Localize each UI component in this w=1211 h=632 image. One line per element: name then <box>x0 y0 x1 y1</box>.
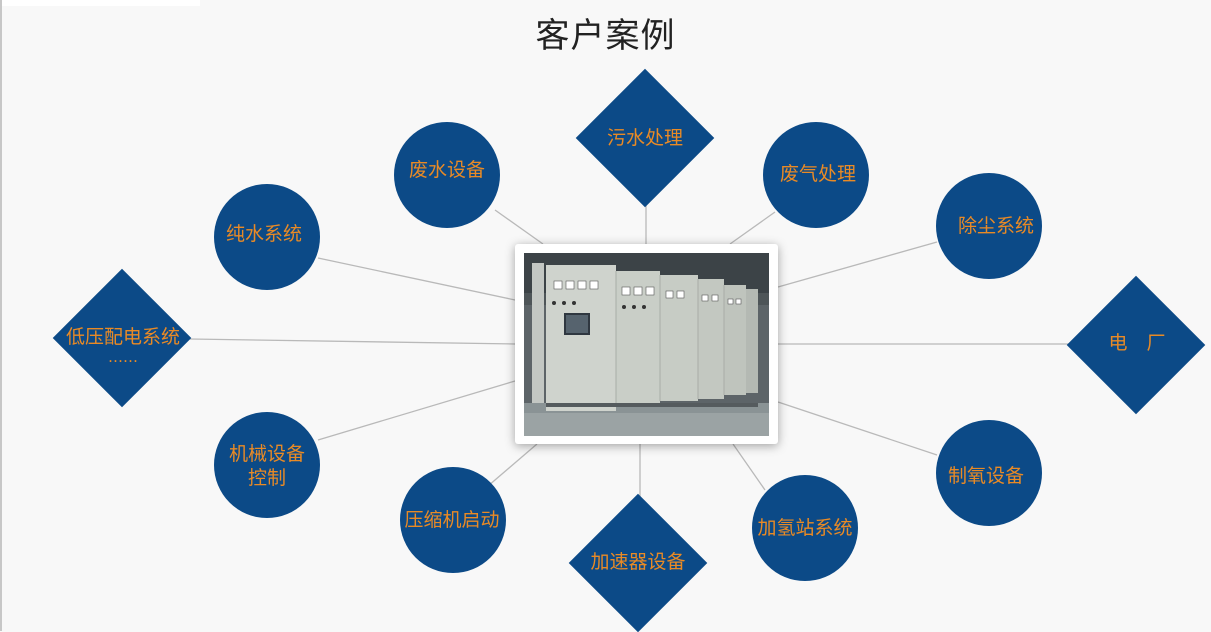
label-dianchang: 电 厂 <box>1108 332 1166 354</box>
label-yasuo: 压缩机启动 <box>404 509 500 531</box>
circle-zhiyang <box>936 420 1042 526</box>
circle-feishui <box>394 122 500 228</box>
label-chuchen: 除尘系统 <box>957 215 1035 237</box>
line-feiqi <box>729 211 776 245</box>
label-zhiyang: 制氧设备 <box>947 465 1025 487</box>
label-wushui: 污水处理 <box>606 127 684 149</box>
line-jiaqing <box>732 443 766 491</box>
line-chunshui <box>317 257 516 301</box>
label-jixie-line2: 控制 <box>247 467 287 489</box>
circle-yasuo <box>400 467 506 573</box>
line-zhiyang <box>777 401 938 456</box>
label-diya-text: 低压配电系统 <box>65 326 181 348</box>
label-chunshui: 纯水系统 <box>225 223 303 245</box>
line-feishui <box>494 209 544 245</box>
line-diya <box>189 338 516 345</box>
page-title: 客户案例 <box>535 16 676 56</box>
circle-jiaqing <box>752 475 858 581</box>
left-border <box>0 0 2 631</box>
top-left-strip <box>0 0 200 6</box>
line-yasuo <box>487 443 538 487</box>
circle-feiqi <box>763 122 869 228</box>
circle-jixie <box>214 412 320 518</box>
label-jiasu: 加速器设备 <box>590 551 686 573</box>
label-diya-more: …… <box>107 348 138 366</box>
line-chuchen <box>777 241 938 288</box>
center-photo-frame <box>515 244 778 444</box>
label-feishui: 废水设备 <box>408 159 486 181</box>
circle-chuchen <box>936 173 1042 279</box>
line-jixie <box>317 380 516 441</box>
cabinet-photo <box>524 253 769 436</box>
label-diya: 低压配电系统 …… <box>66 325 180 365</box>
label-jixie-line1: 机械设备 <box>228 443 306 465</box>
label-feiqi: 废气处理 <box>779 163 857 185</box>
label-jiaqing: 加氢站系统 <box>757 517 853 539</box>
label-jixie: 机械设备 控制 <box>229 442 305 490</box>
circle-chunshui <box>214 184 320 290</box>
